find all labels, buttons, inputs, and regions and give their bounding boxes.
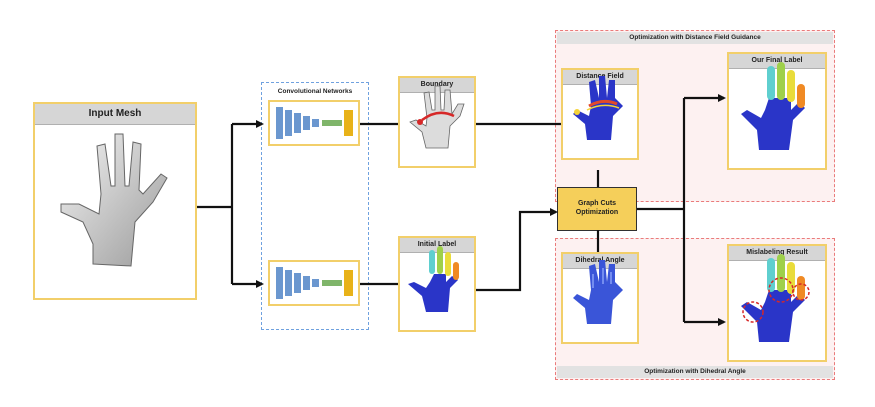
distance-field-region-title: Optimization with Distance Field Guidanc… [557,32,833,44]
cnn-top-icon [276,107,353,139]
cnn-top [268,100,360,146]
input-hand-mesh-image [60,133,168,267]
mislabeling-hand-image [741,254,810,342]
mislabeling-box: Mislabeling Result [727,244,827,362]
final-label-hand-image [741,62,805,150]
initial-label-hand-image [408,246,459,312]
dihedral-region-title: Optimization with Dihedral Angle [557,366,833,378]
cnn-bottom-icon [276,267,353,299]
final-label-box: Our Final Label [727,52,827,170]
graph-cuts-box: Graph Cuts Optimization [557,187,637,231]
cnn-bottom [268,260,360,306]
initial-label-box: Initial Label [398,236,476,332]
dihedral-angle-hand-image [573,260,623,324]
dihedral-angle-box: Dihedral Angle [561,252,639,344]
distance-field-hand-image [573,76,623,140]
boundary-hand-image [409,85,465,149]
input-mesh-box: Input Mesh [33,102,197,300]
conv-networks-title: Convolutional Networks [277,88,353,95]
boundary-box: Boundary [398,76,476,168]
input-mesh-title: Input Mesh [35,104,195,125]
distance-field-box: Distance Field [561,68,639,160]
